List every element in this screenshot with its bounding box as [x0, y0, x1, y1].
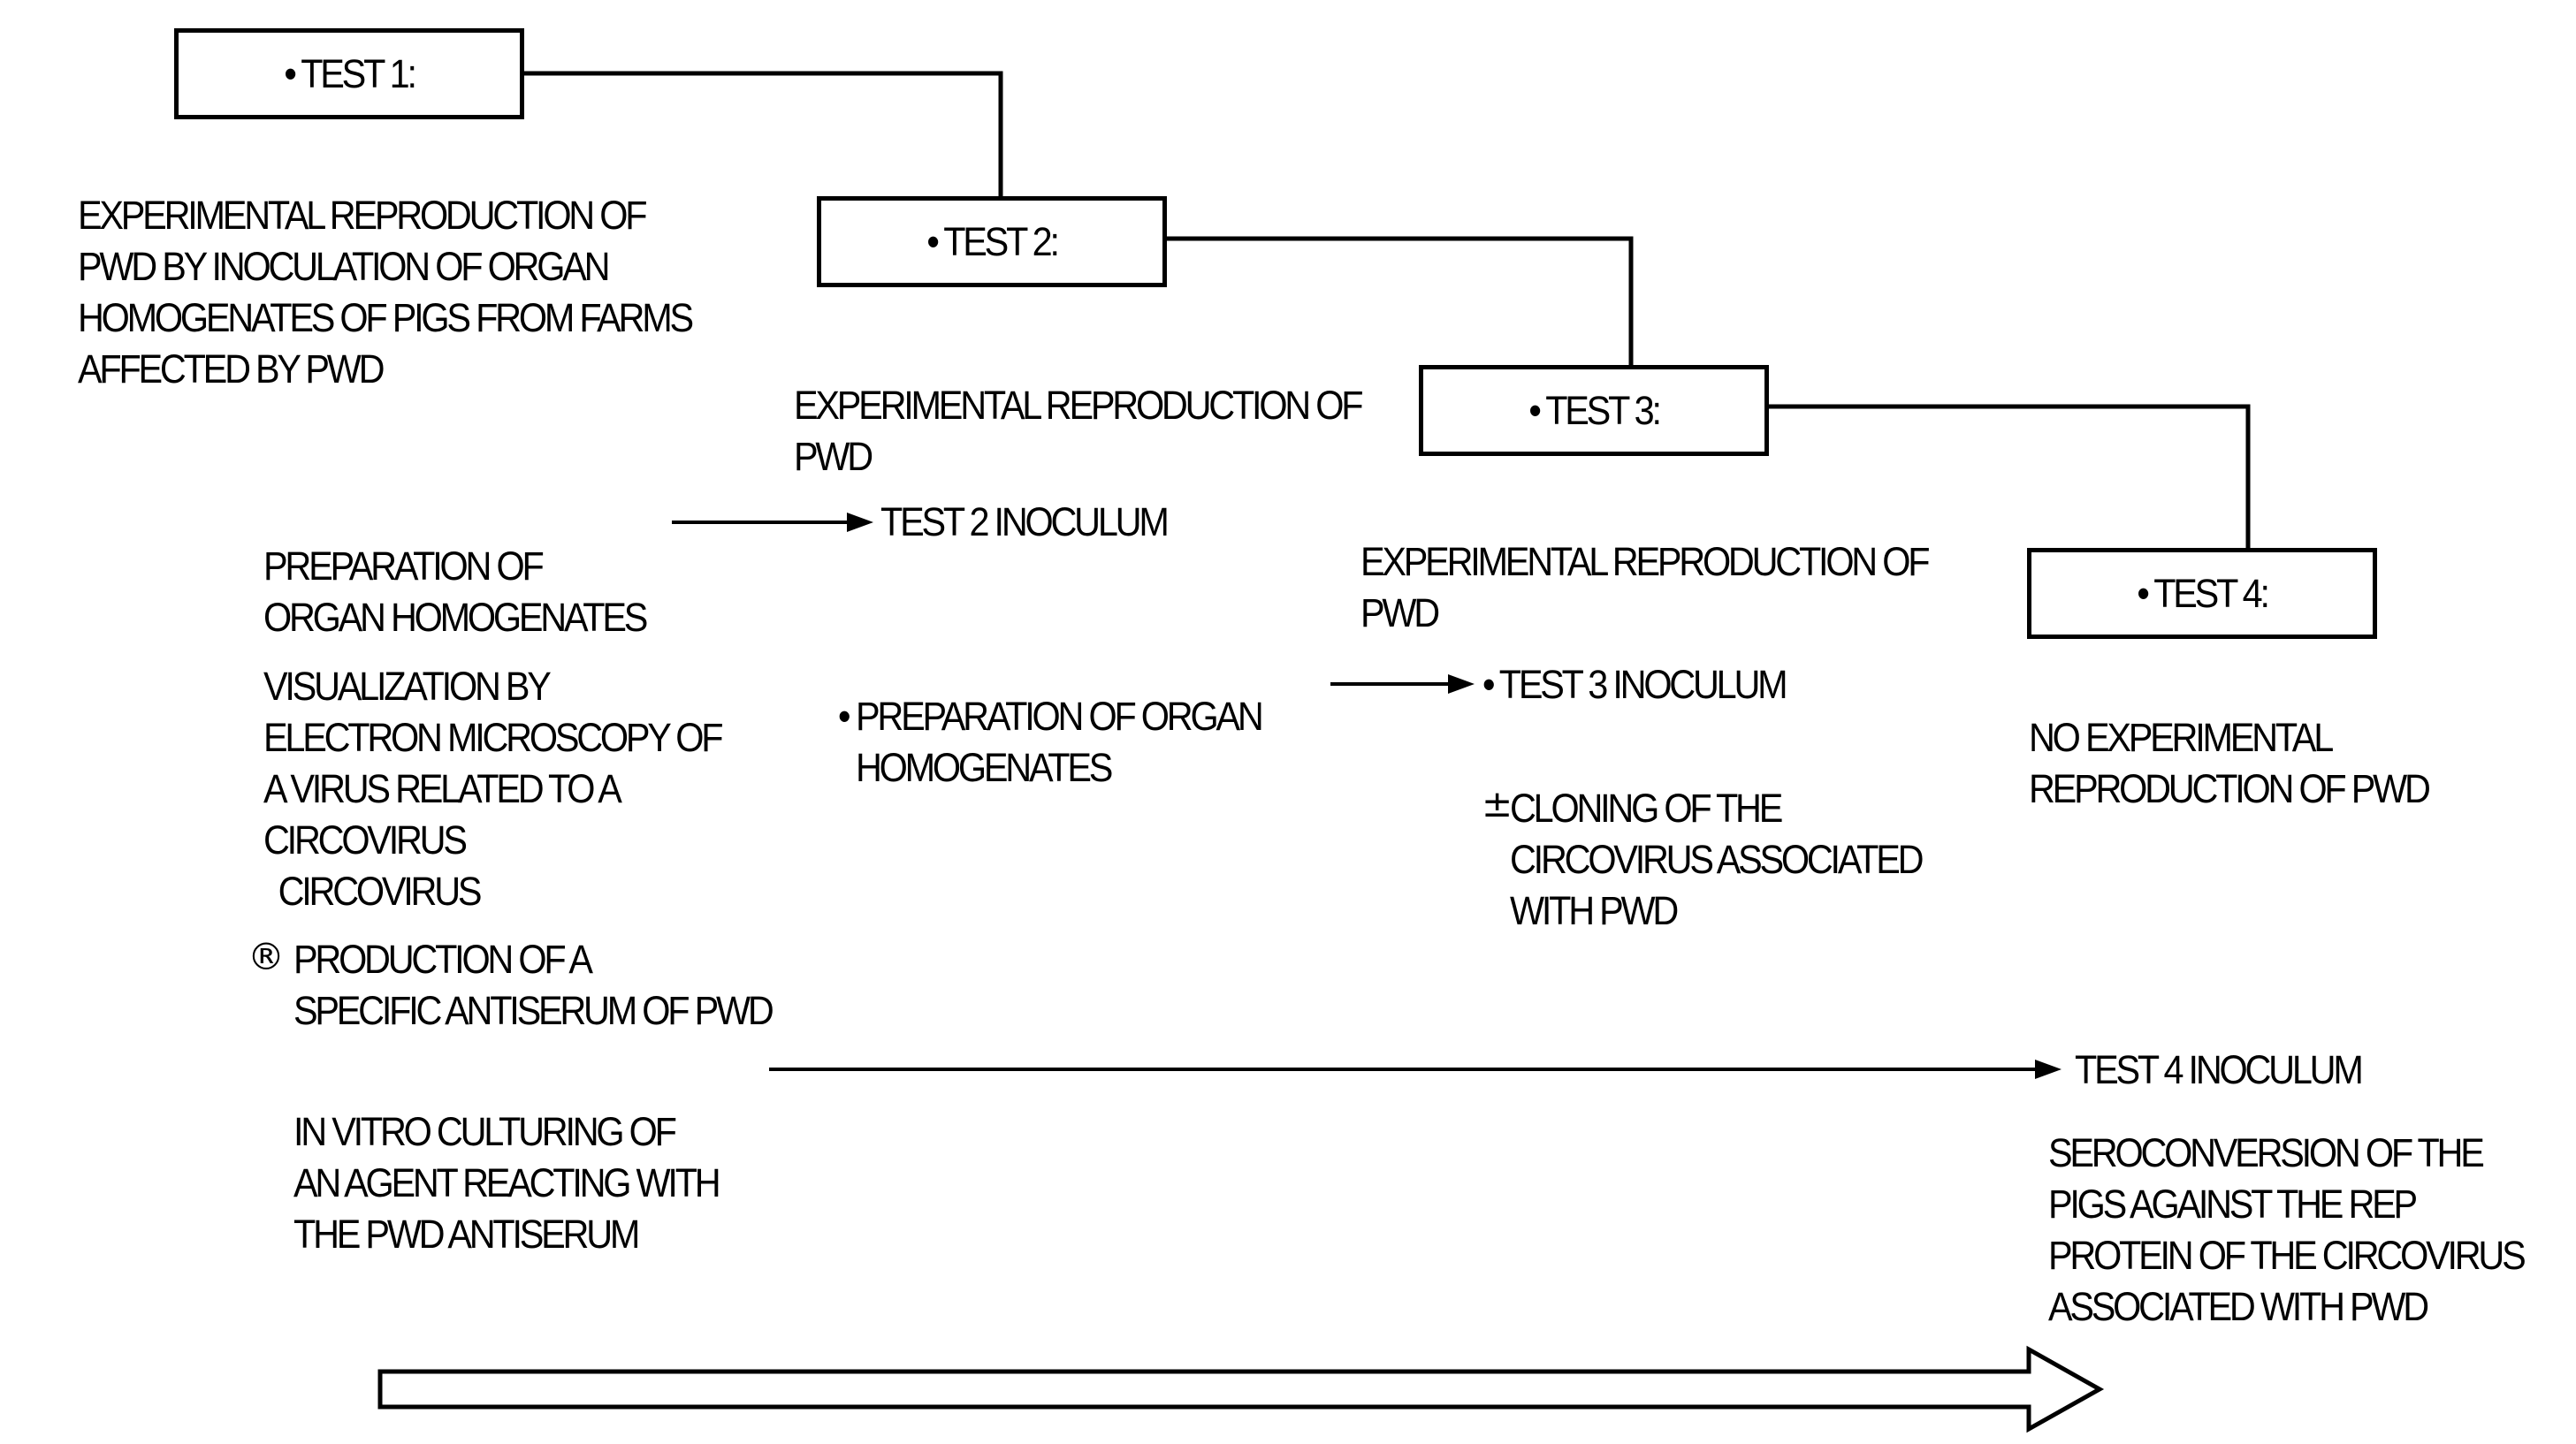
test3-cloning: CLONING OF THE CIRCOVIRUS ASSOCIATED WIT…	[1510, 783, 1921, 937]
test1-production-symbol: ®	[248, 935, 285, 978]
test2-box: • TEST 2:	[817, 196, 1167, 287]
connector-test3-test4	[1768, 407, 2248, 549]
arrowhead-test3-inoculum	[1448, 674, 1475, 694]
test1-label: • TEST 1:	[284, 49, 414, 100]
test1-description: EXPERIMENTAL REPRODUCTION OF PWD BY INOC…	[78, 190, 691, 395]
test4-label: • TEST 4:	[2137, 568, 2267, 619]
test3-label: • TEST 3:	[1528, 385, 1658, 437]
test2-preparation-bullet: •	[838, 691, 848, 742]
test2-preparation: PREPARATION OF ORGAN HOMOGENATES	[856, 691, 1261, 794]
timeline-arrow	[380, 1349, 2100, 1429]
arrowhead-test2-inoculum	[847, 513, 873, 532]
test1-box: • TEST 1:	[174, 28, 524, 119]
test3-inoculum: • TEST 3 INOCULUM	[1482, 659, 1785, 711]
test1-visualization: VISUALIZATION BY ELECTRON MICROSCOPY OF …	[263, 661, 720, 917]
test1-preparation: PREPARATION OF ORGAN HOMOGENATES	[263, 541, 645, 643]
test2-inoculum: TEST 2 INOCULUM	[880, 497, 1167, 548]
test4-box: • TEST 4:	[2027, 548, 2377, 639]
test3-cloning-symbol: ±	[1482, 782, 1513, 825]
arrowhead-test4-inoculum	[2035, 1060, 2062, 1079]
test3-description: EXPERIMENTAL REPRODUCTION OF PWD	[1360, 536, 1927, 639]
connector-test1-test2	[523, 73, 1001, 197]
test1-production: PRODUCTION OF A SPECIFIC ANTISERUM OF PW…	[293, 934, 772, 1037]
test2-description: EXPERIMENTAL REPRODUCTION OF PWD	[794, 380, 1360, 483]
test2-label: • TEST 2:	[926, 217, 1056, 268]
test4-inoculum: TEST 4 INOCULUM	[2075, 1045, 2361, 1096]
test3-box: • TEST 3:	[1419, 365, 1769, 456]
test4-description: NO EXPERIMENTAL REPRODUCTION OF PWD	[2029, 712, 2428, 815]
connector-test2-test3	[1167, 239, 1631, 366]
test4-seroconversion: SEROCONVERSION OF THE PIGS AGAINST THE R…	[2048, 1128, 2523, 1333]
test1-culturing: IN VITRO CULTURING OF AN AGENT REACTING …	[293, 1106, 718, 1260]
